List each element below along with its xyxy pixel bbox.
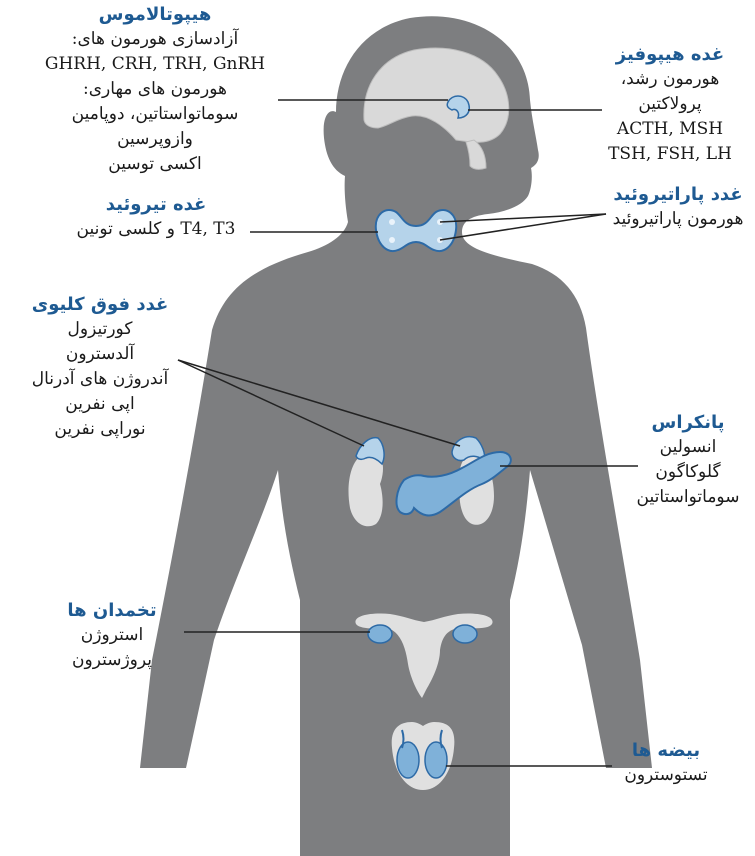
testes-label: بیضه ها تستوسترون	[606, 738, 726, 788]
pancreas-label: پانکراس انسولین گلوکاگون سوماتواستاتین	[626, 410, 750, 510]
hypothalamus-line: اکسی توسین	[22, 152, 288, 177]
pancreas-line: سوماتواستاتین	[626, 485, 750, 510]
hypothalamus-label: هیپوتالاموس آزادسازی هورمون های: GHRH, C…	[22, 2, 288, 177]
right-testis	[425, 742, 447, 778]
thyroid-title: غده تیروئید	[56, 192, 256, 217]
pancreas-title: پانکراس	[626, 410, 750, 435]
hypothalamus-line: هورمون های مهاری:	[22, 77, 288, 102]
parathyroid-line: هورمون پاراتیروئید	[604, 207, 752, 232]
pancreas-line: انسولین	[626, 435, 750, 460]
ovaries-line: پروژسترون	[46, 648, 178, 673]
parathyroid-upper-left	[389, 219, 395, 225]
pituitary-line: پرولاکتین	[592, 92, 748, 117]
parathyroid-title: غدد پاراتیروئید	[604, 182, 752, 207]
hypothalamus-title: هیپوتالاموس	[22, 2, 288, 27]
testes-line: تستوسترون	[606, 763, 726, 788]
hypothalamus-line: GHRH, CRH, TRH, GnRH	[22, 52, 288, 77]
pituitary-line: TSH, FSH, LH	[592, 142, 748, 167]
adrenal-line: اپی نفرین	[2, 392, 198, 417]
parathyroid-label: غدد پاراتیروئید هورمون پاراتیروئید	[604, 182, 752, 232]
left-ovary	[368, 625, 392, 643]
ovaries-title: تخمدان ها	[46, 598, 178, 623]
hypothalamus-line: سوماتواستاتین، دوپامین	[22, 102, 288, 127]
adrenal-line: نوراپی نفرین	[2, 417, 198, 442]
adrenal-line: آندروژن های آدرنال	[2, 367, 198, 392]
thyroid-line: T4, T3 و کلسی تونین	[56, 217, 256, 242]
pancreas-line: گلوکاگون	[626, 460, 750, 485]
parathyroid-lower-left	[389, 237, 395, 243]
hypothalamus-line: آزادسازی هورمون های:	[22, 27, 288, 52]
left-testis	[397, 742, 419, 778]
adrenal-line: آلدسترون	[2, 342, 198, 367]
adrenal-label: غدد فوق کلیوی کورتیزول آلدسترون آندروژن …	[2, 292, 198, 442]
ovaries-label: تخمدان ها استروژن پروژسترون	[46, 598, 178, 673]
adrenal-title: غدد فوق کلیوی	[2, 292, 198, 317]
pituitary-line: هورمون رشد،	[592, 67, 748, 92]
pituitary-line: ACTH, MSH	[592, 117, 748, 142]
right-ovary	[453, 625, 477, 643]
testes-title: بیضه ها	[606, 738, 726, 763]
thyroid-label: غده تیروئید T4, T3 و کلسی تونین	[56, 192, 256, 242]
hypothalamus-line: وازوپرسین	[22, 127, 288, 152]
ovaries-line: استروژن	[46, 623, 178, 648]
pituitary-label: غده هیپوفیز هورمون رشد، پرولاکتین ACTH, …	[592, 42, 748, 167]
adrenal-line: کورتیزول	[2, 317, 198, 342]
pituitary-title: غده هیپوفیز	[592, 42, 748, 67]
